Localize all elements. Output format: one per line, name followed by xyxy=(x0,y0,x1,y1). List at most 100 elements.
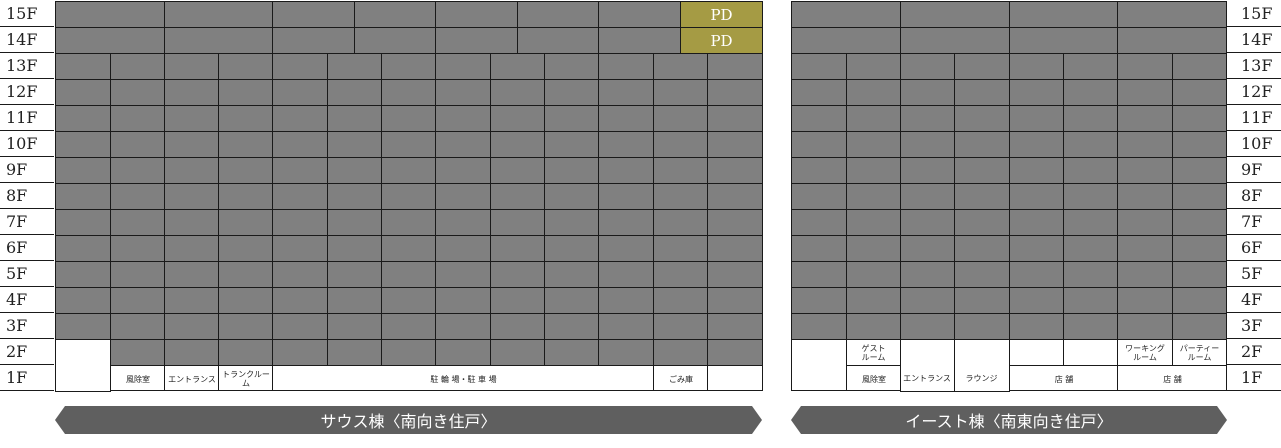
unit-cell xyxy=(598,209,654,236)
unit-cell xyxy=(1117,157,1173,184)
unit-cell xyxy=(653,339,708,366)
unit-cell xyxy=(327,79,382,106)
unit-cell xyxy=(327,183,382,210)
unit-cell xyxy=(272,79,328,106)
unit-cell xyxy=(490,235,545,262)
party-room-cell: パーティー ルーム xyxy=(1172,339,1227,366)
unit-cell xyxy=(846,53,901,80)
unit-cell xyxy=(1172,105,1227,132)
unit-cell xyxy=(435,287,491,314)
unit-cell xyxy=(707,313,763,340)
floor-label-right: 1F xyxy=(1241,368,1263,387)
unit-cell xyxy=(544,339,599,366)
unit-cell xyxy=(55,157,111,184)
unit-cell xyxy=(1063,53,1118,80)
unit-cell xyxy=(791,79,847,106)
unit-cell xyxy=(707,157,763,184)
unit-cell xyxy=(954,209,1010,236)
unit-cell xyxy=(272,1,355,28)
pd-cell: PD xyxy=(680,27,763,54)
unit-cell xyxy=(1063,105,1118,132)
unit-cell xyxy=(110,79,165,106)
floor-tick-left xyxy=(0,208,54,209)
unit-cell xyxy=(954,79,1010,106)
unit-cell xyxy=(55,287,111,314)
unit-cell xyxy=(900,105,955,132)
floor-tick-left xyxy=(0,52,54,53)
unit-cell xyxy=(354,27,436,54)
unit-cell xyxy=(327,157,382,184)
unit-cell xyxy=(791,261,847,288)
working-room-cell: ワーキング ルーム xyxy=(1117,339,1173,366)
unit-cell xyxy=(110,131,165,158)
floor-label-left: 12F xyxy=(6,82,38,101)
unit-cell xyxy=(381,209,436,236)
unit-cell xyxy=(653,261,708,288)
unit-cell xyxy=(900,157,955,184)
unit-cell xyxy=(272,53,328,80)
unit-cell xyxy=(598,235,654,262)
unit-cell xyxy=(1009,1,1118,28)
unit-cell xyxy=(55,261,111,288)
unit-cell xyxy=(218,183,273,210)
unit-cell xyxy=(954,53,1010,80)
unit-cell xyxy=(327,235,382,262)
unit-cell xyxy=(846,183,901,210)
unit-cell xyxy=(900,79,955,106)
unit-cell xyxy=(846,79,901,106)
unit-cell xyxy=(846,157,901,184)
unit-cell xyxy=(598,131,654,158)
unit-cell xyxy=(544,183,599,210)
unit-cell xyxy=(791,287,847,314)
unit-cell xyxy=(544,157,599,184)
entrance-cell-tall xyxy=(900,339,955,392)
floor-label-left: 4F xyxy=(6,290,28,309)
floor-tick-right xyxy=(1227,312,1281,313)
unit-cell xyxy=(381,313,436,340)
floor-label-left: 8F xyxy=(6,186,28,205)
floor-tick-left xyxy=(0,286,54,287)
unit-cell xyxy=(544,235,599,262)
unit-cell xyxy=(954,261,1010,288)
unit-cell xyxy=(272,105,328,132)
unit-cell xyxy=(1172,53,1227,80)
unit-cell xyxy=(846,209,901,236)
unit-cell xyxy=(1063,313,1118,340)
unit-cell xyxy=(1009,261,1064,288)
unit-cell xyxy=(490,79,545,106)
unit-cell xyxy=(435,339,491,366)
unit-cell xyxy=(653,287,708,314)
floor-label-left: 11F xyxy=(6,108,38,127)
unit-cell xyxy=(164,339,219,366)
ground-facility-label: エントランス xyxy=(168,374,216,384)
amenity-cell xyxy=(1063,339,1118,366)
ground-facility-label: ごみ庫 xyxy=(669,374,693,384)
ground-facility-cell: 店 舗 xyxy=(1009,365,1118,391)
unit-cell xyxy=(435,157,491,184)
unit-cell xyxy=(1063,183,1118,210)
unit-cell xyxy=(55,183,111,210)
unit-cell xyxy=(435,131,491,158)
unit-cell xyxy=(544,131,599,158)
unit-cell xyxy=(1172,235,1227,262)
floor-tick-left xyxy=(0,234,54,235)
unit-cell xyxy=(435,183,491,210)
floor-label-right: 7F xyxy=(1241,212,1263,231)
unit-cell xyxy=(598,105,654,132)
unit-cell xyxy=(164,27,273,54)
unit-cell xyxy=(846,313,901,340)
unit-cell xyxy=(164,287,219,314)
unit-cell xyxy=(327,261,382,288)
unit-cell xyxy=(55,131,111,158)
unit-cell xyxy=(1009,79,1064,106)
unit-cell xyxy=(1009,209,1064,236)
unit-cell xyxy=(164,1,273,28)
unit-cell xyxy=(55,53,111,80)
unit-cell xyxy=(218,209,273,236)
unit-cell xyxy=(791,53,847,80)
ground-facility-label: 風除室 xyxy=(862,374,886,384)
floor-tick-left xyxy=(0,130,54,131)
unit-cell xyxy=(1009,131,1064,158)
unit-cell xyxy=(707,183,763,210)
unit-cell xyxy=(327,131,382,158)
